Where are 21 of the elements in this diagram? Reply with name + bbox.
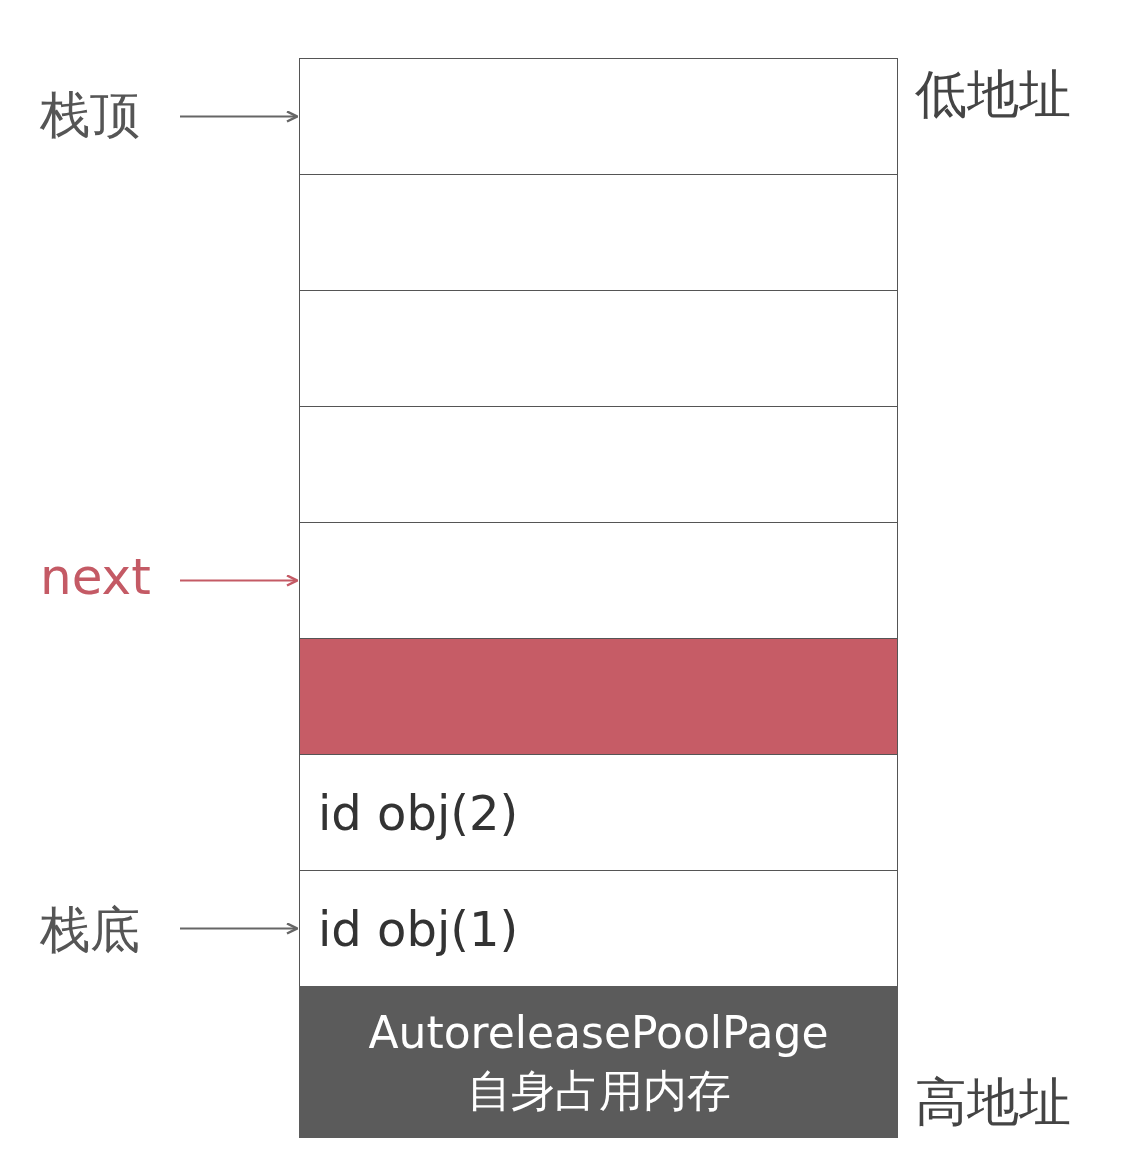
address-label: 高地址 xyxy=(915,1071,1071,1134)
arrow xyxy=(179,922,299,935)
slot-text: id obj(2) xyxy=(317,784,519,841)
empty-memory-slot xyxy=(299,290,898,407)
pointer-label: next xyxy=(40,542,175,612)
class-name: AutoreleasePoolPage xyxy=(368,1006,829,1060)
empty-memory-slot xyxy=(299,522,898,639)
arrow xyxy=(179,110,299,123)
address-label: 低地址 xyxy=(915,63,1071,126)
pointer-label: 栈底 xyxy=(40,895,175,965)
empty-memory-slot xyxy=(299,58,898,175)
page-header-block xyxy=(299,986,898,1138)
memory-note: 自身占用内存 xyxy=(466,1064,731,1118)
memory-slot xyxy=(299,870,898,987)
empty-memory-slot xyxy=(299,174,898,291)
empty-memory-slot xyxy=(299,406,898,523)
highlighted-slot xyxy=(299,638,898,755)
slot-text: id obj(1) xyxy=(317,900,519,957)
arrow xyxy=(179,574,299,587)
pointer-label: 栈顶 xyxy=(40,80,175,150)
memory-slot xyxy=(299,754,898,871)
